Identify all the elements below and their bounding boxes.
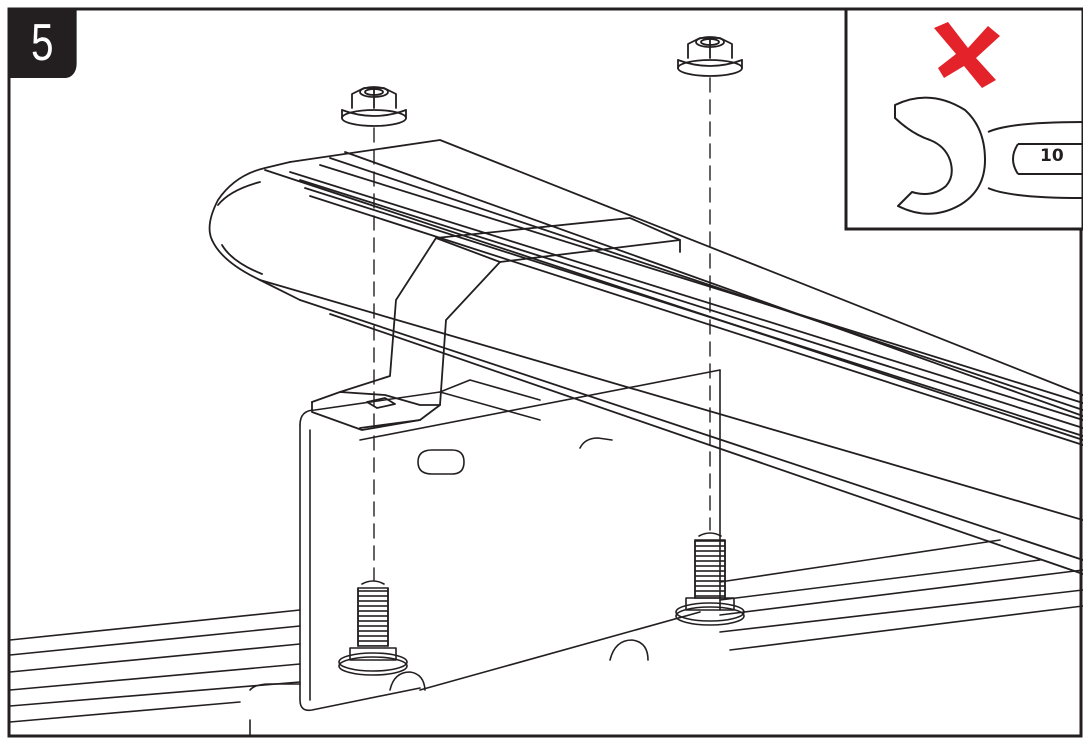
wrench-size-label: 10: [1040, 146, 1064, 166]
step-number-badge: 5: [8, 8, 77, 78]
clamp-strap: [311, 217, 681, 431]
crossbar-rail: [208, 139, 1083, 575]
red-cross-icon: [934, 22, 1000, 88]
step-number: 5: [31, 14, 54, 72]
inset-panel: [844, 7, 1083, 231]
open-end-wrench-icon: [894, 96, 1083, 215]
bolt-right: [675, 532, 745, 626]
alignment-lines: [373, 77, 711, 581]
flange-nut-left: [341, 86, 407, 127]
roof-channel: [10, 539, 1083, 737]
bolt-left: [338, 580, 408, 676]
flange-nut-right: [677, 36, 743, 77]
